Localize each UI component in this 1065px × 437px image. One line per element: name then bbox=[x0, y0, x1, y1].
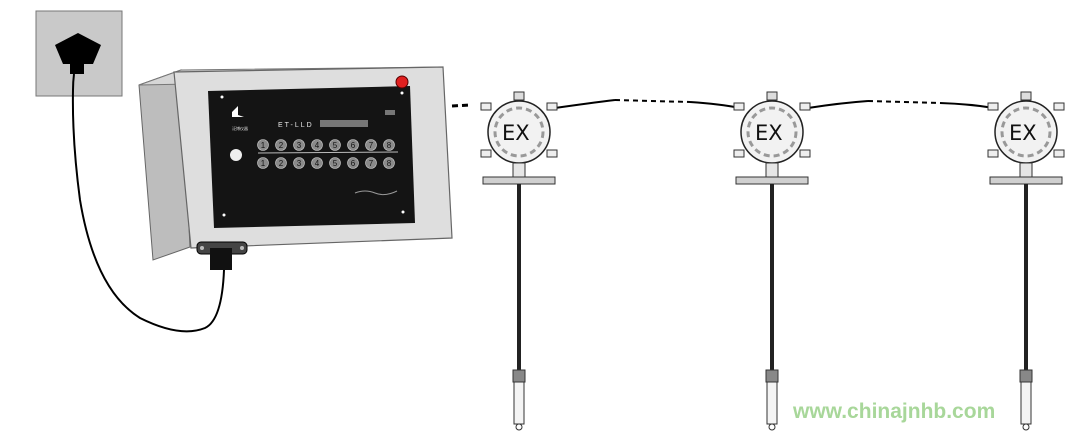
svg-text:7: 7 bbox=[369, 159, 374, 168]
channel-indicator: 1 bbox=[257, 139, 269, 151]
channel-indicator: 4 bbox=[311, 139, 323, 151]
svg-text:5: 5 bbox=[333, 159, 338, 168]
svg-text:4: 4 bbox=[315, 141, 320, 150]
channel-indicator: 4 bbox=[311, 157, 323, 169]
channel-indicator: 8 bbox=[383, 157, 395, 169]
wall-outlet bbox=[35, 10, 225, 333]
svg-text:3: 3 bbox=[297, 141, 302, 150]
svg-text:1: 1 bbox=[261, 159, 266, 168]
probe-rod bbox=[1024, 184, 1028, 370]
probe-rod bbox=[770, 184, 774, 370]
probe-tip bbox=[1020, 381, 1032, 425]
svg-text:6: 6 bbox=[351, 141, 356, 150]
channel-indicator: 7 bbox=[365, 139, 377, 151]
reset-button[interactable] bbox=[230, 149, 242, 161]
channel-indicator: 3 bbox=[293, 139, 305, 151]
svg-text:8: 8 bbox=[387, 141, 392, 150]
channel-row-2: 1 2 3 4 5 6 7 8 bbox=[257, 157, 395, 169]
channel-indicator: 5 bbox=[329, 139, 341, 151]
channel-indicator: 5 bbox=[329, 157, 341, 169]
svg-text:5: 5 bbox=[333, 141, 338, 150]
channel-indicator: 3 bbox=[293, 157, 305, 169]
svg-text:泛博仪器: 泛博仪器 bbox=[232, 125, 248, 131]
gas-sensor: EX bbox=[987, 91, 1065, 431]
mounting-flange bbox=[482, 176, 556, 185]
probe-rod bbox=[517, 184, 521, 370]
channel-indicator: 6 bbox=[347, 157, 359, 169]
brand-logo: 泛博仪器 bbox=[232, 106, 248, 131]
svg-text:3: 3 bbox=[297, 159, 302, 168]
channel-indicator: 2 bbox=[275, 157, 287, 169]
channel-row-1: 1 2 3 4 5 6 7 8 bbox=[257, 139, 395, 151]
channel-indicator: 7 bbox=[365, 157, 377, 169]
sensor-label: EX bbox=[755, 121, 783, 145]
mounting-flange bbox=[735, 176, 809, 185]
model-label: ET-LLD bbox=[278, 122, 314, 129]
svg-text:2: 2 bbox=[279, 159, 284, 168]
watermark: www.chinajnhb.com bbox=[792, 400, 995, 423]
plug-icon bbox=[55, 33, 101, 64]
channel-indicator: 8 bbox=[383, 139, 395, 151]
sensor-label: EX bbox=[1009, 121, 1037, 145]
gas-sensor: EX bbox=[480, 91, 558, 431]
svg-text:2: 2 bbox=[279, 141, 284, 150]
controller-unit: 泛博仪器 ET-LLD 1 2 3 4 5 6 7 8 1 2 3 4 5 6 7 8 bbox=[138, 66, 453, 270]
power-indicator bbox=[395, 75, 409, 89]
signature-mark bbox=[354, 190, 398, 196]
svg-text:6: 6 bbox=[351, 159, 356, 168]
svg-text:4: 4 bbox=[315, 159, 320, 168]
probe-tip bbox=[513, 381, 525, 425]
cable-plug bbox=[210, 248, 232, 270]
model-caption bbox=[320, 120, 368, 127]
svg-text:1: 1 bbox=[261, 141, 266, 150]
svg-text:8: 8 bbox=[387, 159, 392, 168]
signal-bus bbox=[451, 99, 995, 109]
probe-tip bbox=[766, 381, 778, 425]
sensor-chain: EX EX EX bbox=[480, 91, 1065, 431]
mounting-flange bbox=[989, 176, 1063, 185]
sensor-label: EX bbox=[502, 121, 530, 145]
channel-indicator: 2 bbox=[275, 139, 287, 151]
channel-indicator: 1 bbox=[257, 157, 269, 169]
gas-sensor: EX bbox=[733, 91, 811, 431]
power-cord bbox=[71, 73, 225, 333]
channel-indicator: 6 bbox=[347, 139, 359, 151]
svg-text:7: 7 bbox=[369, 141, 374, 150]
